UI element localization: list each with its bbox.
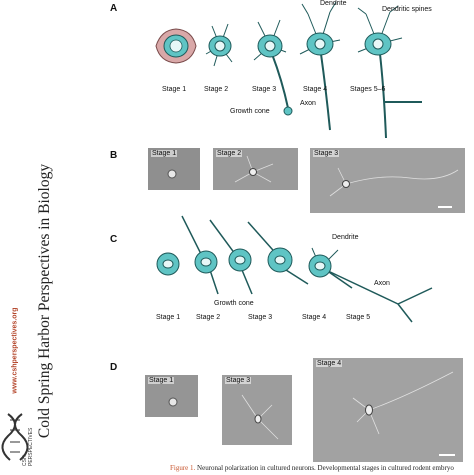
neuron-stage2 [205, 23, 233, 67]
panel-c-diagram [156, 215, 433, 323]
stage-label-c-4: Stage 4 [302, 314, 327, 321]
label-axon-a: Axon [300, 100, 316, 107]
stage-label-c-5: Stage 5 [346, 314, 371, 321]
micrograph-d-stage3: Stage 3 [222, 375, 292, 445]
micrograph-b-stage3-cell [329, 167, 459, 208]
micrograph-label: Stage 1 [148, 377, 175, 384]
micrograph-d-stage4-cell [352, 371, 455, 456]
micrograph-label: Stage 1 [151, 150, 178, 157]
panel-c-letter: C [110, 234, 118, 245]
label-dendritic-spines: Dendritic spines [382, 6, 432, 13]
micrograph-label: Stage 4 [316, 360, 343, 367]
neuron-stage1 [155, 28, 197, 64]
neuron-stage5-6 [357, 5, 422, 139]
micrograph-label: Stage 3 [225, 377, 252, 384]
stage-label-c-3: Stage 3 [248, 314, 273, 321]
neuron-c-stage2 [181, 215, 219, 295]
csh-logo: CSH PERSPECTIVES [0, 410, 44, 466]
stage-label-a-3: Stage 3 [252, 86, 277, 93]
micrograph-label: Stage 3 [313, 150, 340, 157]
micrograph-b-stage1: Stage 1 [148, 148, 200, 190]
caption-text: Neuronal polarization in cultured neuron… [197, 464, 454, 472]
neuron-c-stage4 [247, 221, 309, 285]
neuron-stage3 [253, 19, 293, 116]
micrograph-b-stage3: Stage 3 [310, 148, 465, 213]
micrograph-d-stage4: Stage 4 [313, 358, 463, 462]
micrograph-b-stage2: Stage 2 [213, 148, 298, 190]
panel-b-letter: B [110, 150, 118, 161]
stage-label-a-5: Stages 5–6 [350, 86, 386, 93]
stage-label-a-1: Stage 1 [162, 86, 187, 93]
panel-a-diagram [155, 1, 422, 139]
stage-label-a-4: Stage 4 [303, 86, 328, 93]
neuron-stage4 [299, 1, 341, 131]
stage-label-c-1: Stage 1 [156, 314, 181, 321]
stage-label-c-2: Stage 2 [196, 314, 221, 321]
label-dendrite-c: Dendrite [332, 234, 359, 241]
micrograph-b-stage2-cell [234, 155, 274, 183]
journal-title: Cold Spring Harbor Perspectives in Biolo… [36, 163, 53, 439]
label-axon-c: Axon [374, 280, 390, 287]
label-dendrite-a: Dendrite [320, 0, 347, 7]
csh-logo-icon [1, 413, 29, 461]
micrograph-d-stage1: Stage 1 [145, 375, 198, 417]
label-growth-cone-a: Growth cone [230, 108, 270, 115]
figure-caption: Figure 1. Neuronal polarization in cultu… [170, 464, 474, 472]
logo-text: CSH PERSPECTIVES [22, 427, 34, 466]
panel-d-letter: D [110, 362, 118, 373]
stage-label-a-2: Stage 2 [204, 86, 229, 93]
micrograph-d-stage1-cell [168, 397, 178, 407]
figure-label: Figure 1. [170, 464, 196, 472]
micrograph-label: Stage 2 [216, 150, 243, 157]
neuron-c-stage5 [308, 247, 433, 323]
micrograph-d-stage3-cell [241, 394, 279, 440]
neuron-c-stage3 [209, 219, 253, 295]
panel-a-letter: A [110, 3, 118, 14]
micrograph-b-stage1-cell [167, 169, 177, 179]
label-growth-cone-c: Growth cone [214, 300, 254, 307]
neuron-c-stage1 [156, 252, 180, 276]
